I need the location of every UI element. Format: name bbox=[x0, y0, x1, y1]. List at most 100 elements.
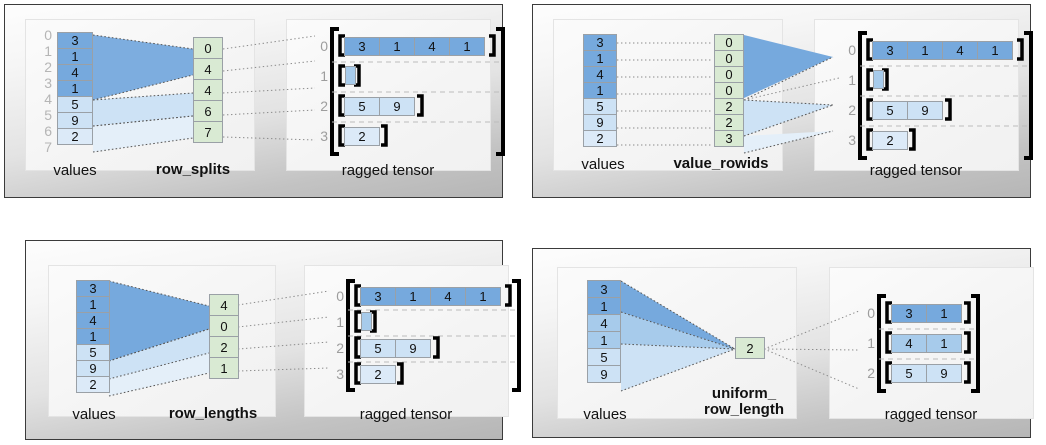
partition-cell: 0 bbox=[209, 315, 239, 337]
row-bracket-icon bbox=[354, 309, 377, 333]
values-caption-3: values bbox=[72, 406, 116, 423]
ragged-cell: 1 bbox=[926, 303, 962, 323]
ragged-row-index-label: 3 bbox=[336, 366, 344, 382]
values-cell: 3 bbox=[583, 34, 617, 51]
ragged-row-index-label: 1 bbox=[336, 314, 344, 330]
row-bracket-icon bbox=[866, 97, 952, 121]
partition-cell: 1 bbox=[209, 357, 239, 379]
values-cell: 4 bbox=[76, 312, 110, 329]
partition-cell: 4 bbox=[209, 294, 239, 316]
ragged-caption-1: ragged tensor bbox=[341, 162, 435, 179]
ragged-row: 2 bbox=[872, 130, 908, 150]
outer-bracket-icon bbox=[858, 31, 1033, 160]
ragged-row-index-label: 0 bbox=[336, 288, 344, 304]
values-cell: 9 bbox=[583, 114, 617, 131]
values-cell: 3 bbox=[587, 280, 621, 298]
row-bracket-icon bbox=[338, 63, 361, 87]
values-cell: 5 bbox=[76, 344, 110, 361]
ragged-row-index-label: 0 bbox=[867, 305, 875, 321]
row-bracket-icon bbox=[885, 330, 971, 354]
ragged-row bbox=[873, 69, 884, 89]
ragged-row-index-label: 2 bbox=[336, 340, 344, 356]
ragged-cell: 9 bbox=[395, 338, 431, 358]
ragged-row-index-label: 1 bbox=[848, 72, 856, 88]
partition-caption-1: row_splits bbox=[155, 161, 231, 178]
ragged-row bbox=[361, 311, 372, 331]
values-cell: 1 bbox=[587, 331, 621, 349]
partition-cell: 2 bbox=[714, 114, 744, 131]
ragged-cell: 5 bbox=[872, 100, 908, 120]
values-index-label: 7 bbox=[44, 139, 52, 155]
values-index-label: 5 bbox=[44, 107, 52, 123]
values-index-label: 2 bbox=[44, 59, 52, 75]
values-cell: 3 bbox=[76, 280, 110, 297]
values-caption-1: values bbox=[53, 162, 97, 179]
values-cell: 5 bbox=[57, 96, 93, 113]
panel-uniform-row-length: values uniform_ row_length ragged tensor… bbox=[532, 248, 1034, 438]
ragged-cell: 4 bbox=[942, 40, 978, 60]
ragged-cell: 2 bbox=[872, 130, 908, 150]
row-bracket-icon bbox=[338, 93, 424, 117]
values-cell: 2 bbox=[583, 130, 617, 147]
values-cell: 2 bbox=[57, 128, 93, 145]
partition-cell: 2 bbox=[735, 337, 765, 359]
ragged-cell: 1 bbox=[926, 333, 962, 353]
ragged-cell: 5 bbox=[344, 96, 380, 116]
partition-cell: 0 bbox=[714, 82, 744, 99]
values-index-label: 6 bbox=[44, 123, 52, 139]
row-bracket-icon bbox=[338, 123, 388, 147]
ragged-empty-cell bbox=[873, 69, 884, 89]
ragged-row-index-label: 2 bbox=[848, 102, 856, 118]
ragged-caption-2: ragged tensor bbox=[869, 162, 963, 179]
partition-cell: 6 bbox=[193, 100, 223, 122]
ragged-row-index-label: 2 bbox=[867, 365, 875, 381]
partition-caption-3: row_lengths bbox=[168, 405, 258, 422]
partition-cell: 4 bbox=[193, 58, 223, 80]
values-cell: 1 bbox=[57, 48, 93, 65]
ragged-row-index-label: 1 bbox=[867, 335, 875, 351]
ragged-caption-4: ragged tensor bbox=[884, 406, 978, 423]
ragged-cell: 4 bbox=[891, 333, 927, 353]
values-cell: 2 bbox=[76, 376, 110, 393]
partition-caption-4: uniform_ row_length bbox=[679, 385, 809, 418]
partition-cell: 0 bbox=[714, 66, 744, 83]
values-index-label: 4 bbox=[44, 91, 52, 107]
values-cell: 1 bbox=[587, 297, 621, 315]
row-bracket-icon bbox=[866, 67, 889, 91]
ragged-row-index-label: 2 bbox=[320, 98, 328, 114]
row-bracket-icon bbox=[354, 283, 512, 307]
values-index-label: 1 bbox=[44, 43, 52, 59]
values-cell: 9 bbox=[587, 365, 621, 383]
values-cell: 3 bbox=[57, 32, 93, 49]
row-bracket-icon bbox=[338, 33, 496, 57]
outer-bracket-icon bbox=[330, 27, 505, 156]
ragged-row-index-label: 3 bbox=[848, 132, 856, 148]
ragged-cell: 2 bbox=[344, 126, 380, 146]
partition-cell: 0 bbox=[714, 50, 744, 67]
row-bracket-icon bbox=[354, 361, 404, 385]
row-bracket-icon bbox=[866, 127, 916, 151]
values-caption-2: values bbox=[581, 156, 625, 173]
values-cell: 5 bbox=[583, 98, 617, 115]
ragged-row-index-label: 1 bbox=[320, 68, 328, 84]
ragged-cell: 3 bbox=[360, 286, 396, 306]
partition-cell: 0 bbox=[714, 34, 744, 51]
values-caption-4: values bbox=[583, 406, 627, 423]
